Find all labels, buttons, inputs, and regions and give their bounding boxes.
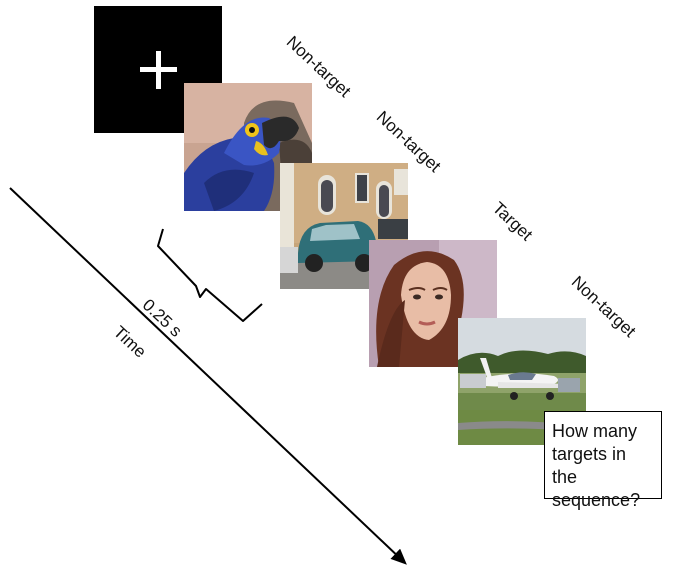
time-axis-arrow [9,187,407,565]
fixation-cross-icon [140,51,177,89]
question-box: How many targets in the sequence? [544,411,662,510]
duration-bracket [157,228,263,322]
